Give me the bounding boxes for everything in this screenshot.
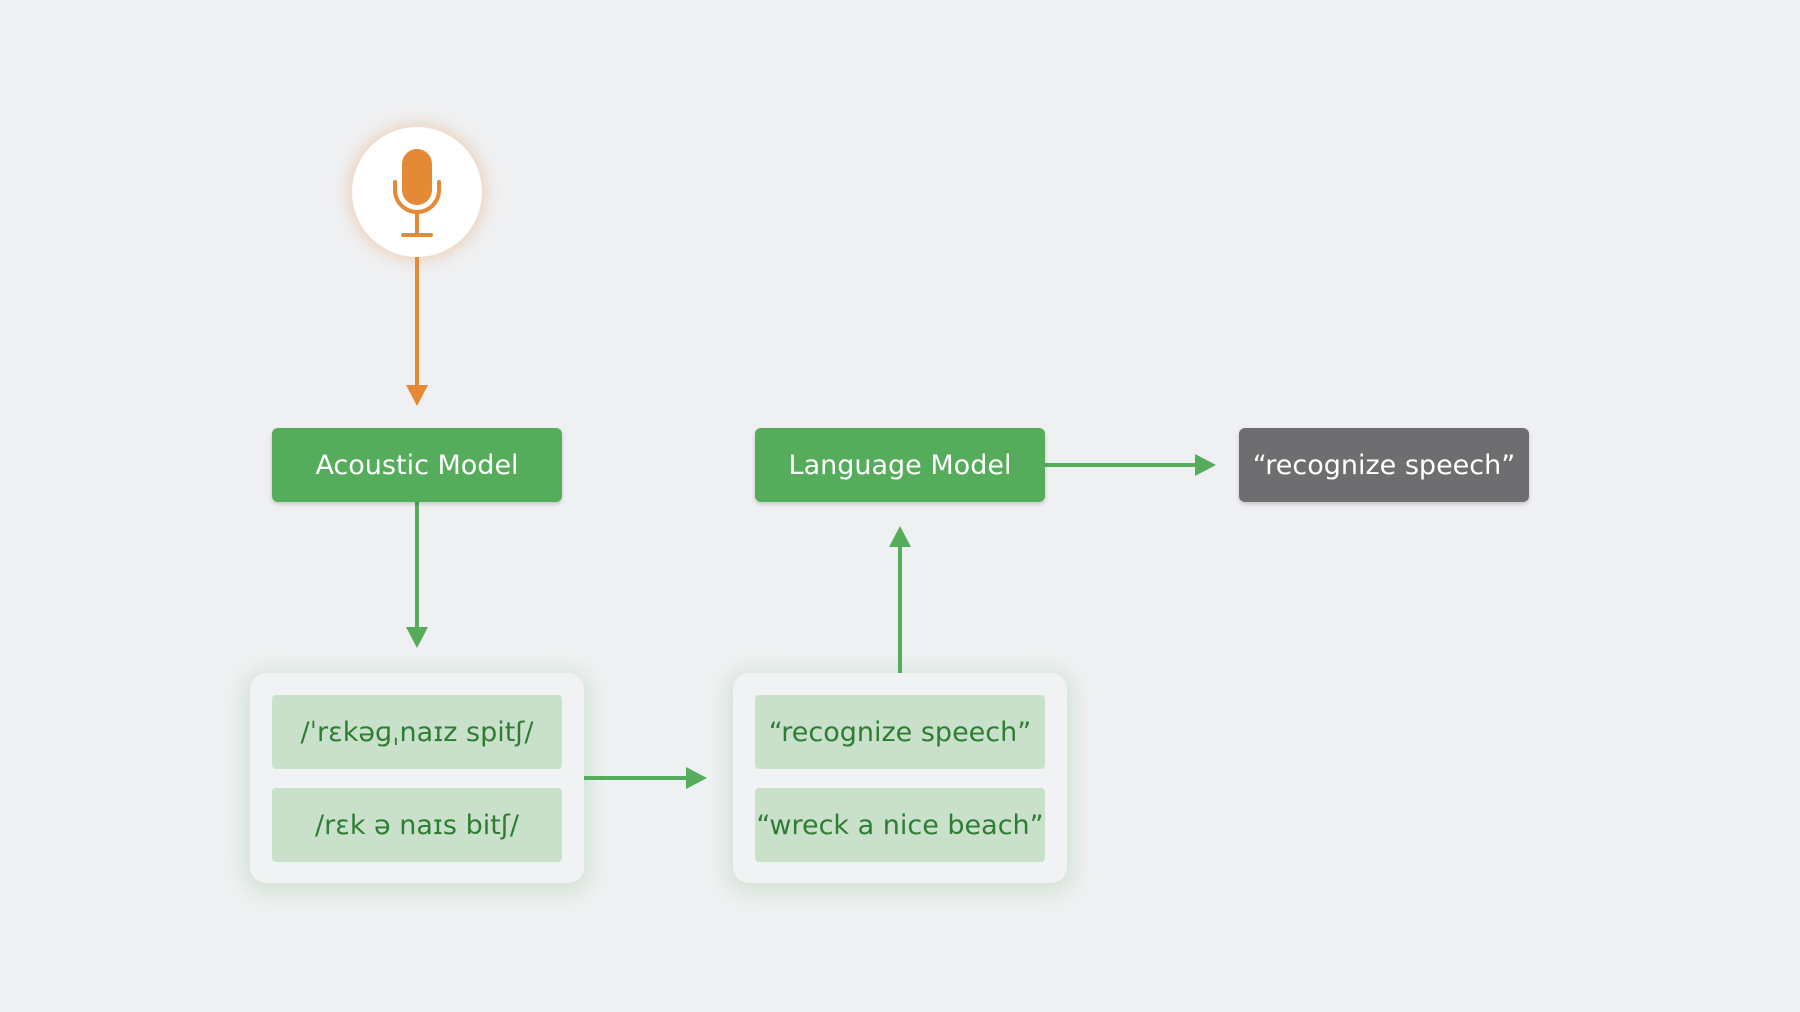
arrow-language-to-result xyxy=(1045,454,1216,476)
word-candidates-group: “recognize speech” “wreck a nice beach” xyxy=(733,673,1067,883)
acoustic-model-box: Acoustic Model xyxy=(272,428,562,502)
recognized-output-box: “recognize speech” xyxy=(1239,428,1529,502)
microphone-input xyxy=(352,127,482,257)
arrow-words-to-language xyxy=(889,526,911,673)
phoneme-candidate: /rɛk ə naɪs bitʃ/ xyxy=(272,788,562,862)
language-model-box: Language Model xyxy=(755,428,1045,502)
arrow-mic-to-acoustic xyxy=(406,257,428,406)
arrow-phonemes-to-words xyxy=(584,767,707,789)
arrow-acoustic-to-phonemes xyxy=(406,502,428,648)
word-candidate: “recognize speech” xyxy=(755,695,1045,769)
phoneme-candidate: /ˈrɛkəɡˌnaɪz spitʃ/ xyxy=(272,695,562,769)
word-candidate: “wreck a nice beach” xyxy=(755,788,1045,862)
microphone-icon xyxy=(393,149,441,237)
phoneme-candidates-group: /ˈrɛkəɡˌnaɪz spitʃ/ /rɛk ə naɪs bitʃ/ xyxy=(250,673,584,883)
